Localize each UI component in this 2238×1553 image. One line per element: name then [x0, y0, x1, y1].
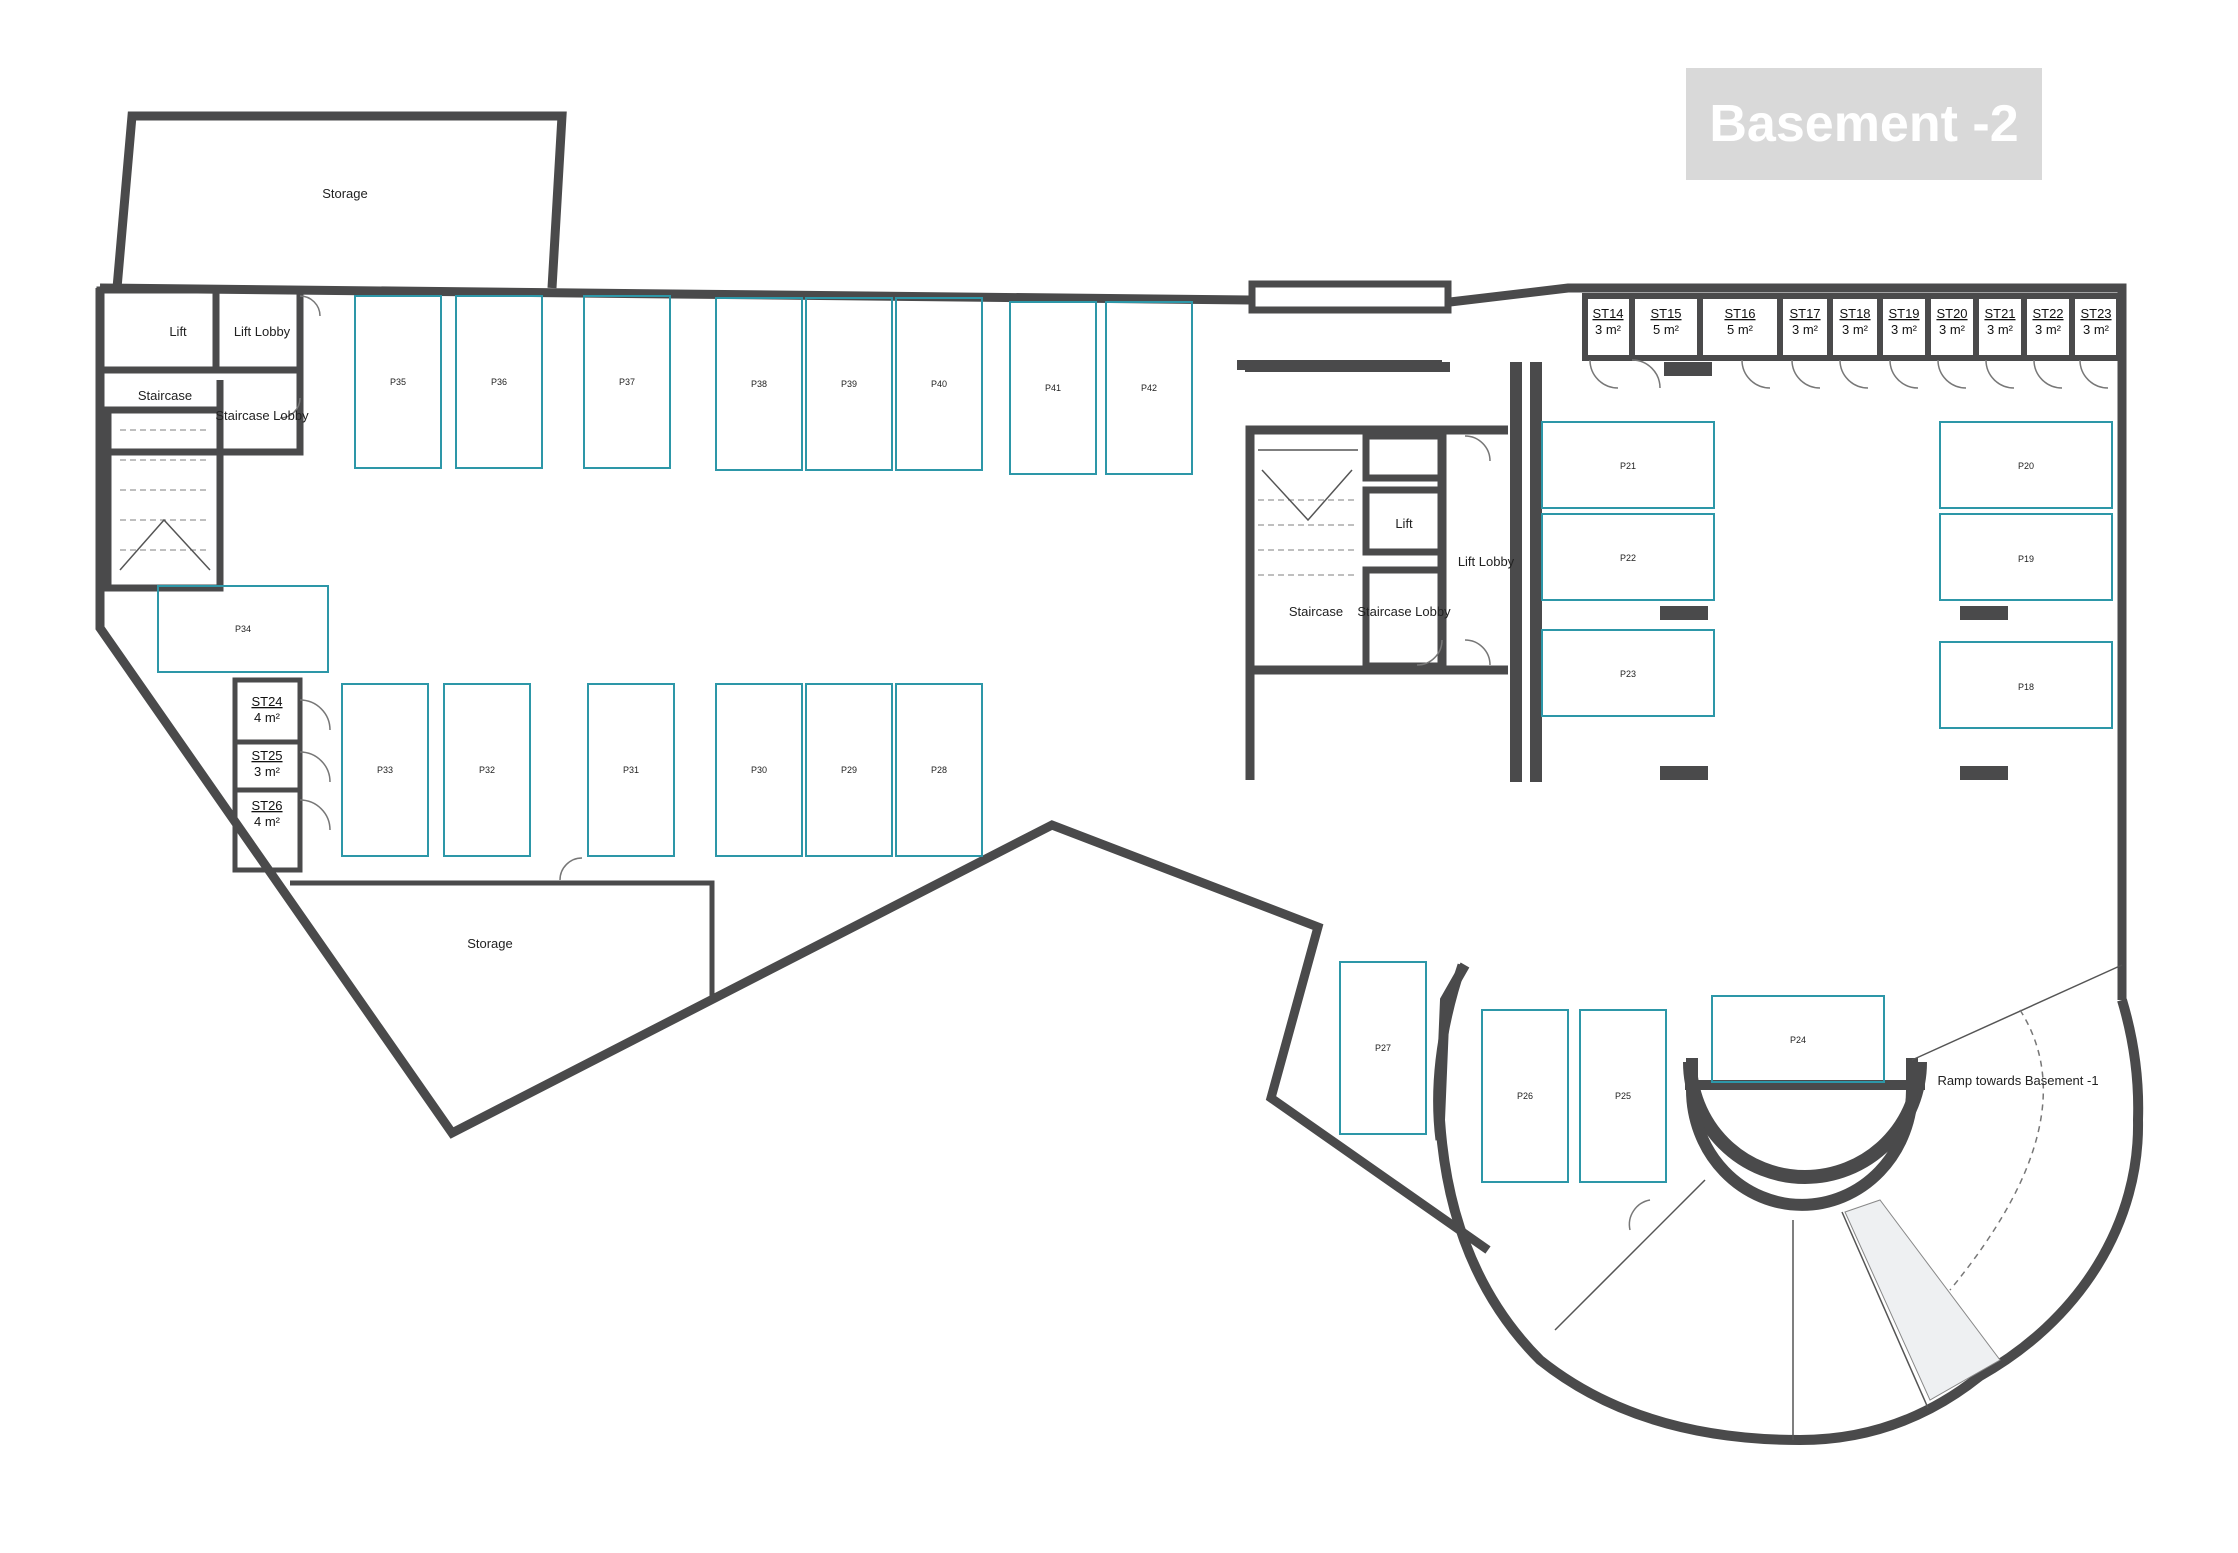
- lift-left-label: Lift: [169, 324, 187, 339]
- parking-label: P36: [491, 377, 507, 387]
- staircase-lobby-center-label: Staircase Lobby: [1357, 604, 1451, 619]
- storage-bottom-label: Storage: [467, 936, 513, 951]
- storage-unit-area: 5 m²: [1653, 322, 1680, 337]
- parking-label: P21: [1620, 461, 1636, 471]
- left-lockers: [232, 677, 331, 873]
- staircase-center-label: Staircase: [1289, 604, 1343, 619]
- storage-unit-id: ST26: [251, 798, 282, 813]
- ramp-door: [1628, 1199, 1651, 1231]
- outer-walls: [95, 111, 2144, 1446]
- storage-unit-area: 3 m²: [2035, 322, 2062, 337]
- storage-unit-id: ST24: [251, 694, 282, 709]
- storage-unit-area: 3 m²: [2083, 322, 2110, 337]
- parking-label: P34: [235, 624, 251, 634]
- parking-label: P31: [623, 765, 639, 775]
- wheel-stops: [1237, 360, 2008, 780]
- parking-label: P22: [1620, 553, 1636, 563]
- level-title: Basement -2: [1709, 95, 2019, 153]
- storage-unit-area: 3 m²: [1842, 322, 1869, 337]
- parking-label: P29: [841, 765, 857, 775]
- parking-label: P30: [751, 765, 767, 775]
- storage-unit-id: ST20: [1936, 306, 1967, 321]
- storage-unit-id: ST21: [1984, 306, 2015, 321]
- parking-label: P25: [1615, 1091, 1631, 1101]
- storage-unit-id: ST14: [1592, 306, 1623, 321]
- parking-label: P40: [931, 379, 947, 389]
- storage-unit-area: 5 m²: [1727, 322, 1754, 337]
- storage-top-label: Storage: [322, 186, 368, 201]
- storage-unit-id: ST19: [1888, 306, 1919, 321]
- parking-label: P18: [2018, 682, 2034, 692]
- parking-bays: [157, 295, 2113, 1183]
- parking-label: P39: [841, 379, 857, 389]
- parking-label: P32: [479, 765, 495, 775]
- parking-label: P26: [1517, 1091, 1533, 1101]
- storage-door: [559, 857, 583, 881]
- parking-label: P33: [377, 765, 393, 775]
- storage-unit-id: ST25: [251, 748, 282, 763]
- storage-unit-id: ST17: [1789, 306, 1820, 321]
- lift-center-label: Lift: [1395, 516, 1413, 531]
- parking-label: P38: [751, 379, 767, 389]
- storage-unit-id: ST15: [1650, 306, 1681, 321]
- storage-unit-id: ST23: [2080, 306, 2111, 321]
- ramp-label: Ramp towards Basement -1: [1937, 1073, 2098, 1088]
- parking-label: P28: [931, 765, 947, 775]
- parking-label: P24: [1790, 1035, 1806, 1045]
- parking-label: P19: [2018, 554, 2034, 564]
- top-lockers: [1582, 293, 2122, 389]
- storage-unit-area: 3 m²: [1939, 322, 1966, 337]
- staircase-lobby-left-label: Staircase Lobby: [215, 408, 309, 423]
- storage-unit-area: 3 m²: [1891, 322, 1918, 337]
- storage-unit-id: ST16: [1724, 306, 1755, 321]
- storage-unit-area: 3 m²: [1595, 322, 1622, 337]
- left-core: [96, 286, 321, 592]
- parking-label: P20: [2018, 461, 2034, 471]
- parking-label: P23: [1620, 669, 1636, 679]
- parking-label: P35: [390, 377, 406, 387]
- storage-unit-id: ST18: [1839, 306, 1870, 321]
- storage-unit-id: ST22: [2032, 306, 2063, 321]
- lift-lobby-left-label: Lift Lobby: [234, 324, 291, 339]
- storage-unit-labels: ST14 3 m² ST15 5 m² ST16 5 m² ST17 3 m² …: [251, 306, 2111, 829]
- storage-unit-area: 3 m²: [1987, 322, 2014, 337]
- center-core: [1245, 362, 1542, 782]
- storage-unit-area: 3 m²: [1792, 322, 1819, 337]
- parking-label: P42: [1141, 383, 1157, 393]
- lift-lobby-center-label: Lift Lobby: [1458, 554, 1515, 569]
- parking-label: P37: [619, 377, 635, 387]
- ramp-hatch: [1844, 1199, 2001, 1401]
- storage-unit-area: 4 m²: [254, 814, 281, 829]
- storage-unit-area: 3 m²: [254, 764, 281, 779]
- staircase-left-label: Staircase: [138, 388, 192, 403]
- parking-labels: P18 P19 P20 P21 P22 P23 P24 P25 P26 P27 …: [235, 377, 2034, 1101]
- parking-label: P41: [1045, 383, 1061, 393]
- storage-unit-area: 4 m²: [254, 710, 281, 725]
- level-title-badge: Basement -2: [1686, 68, 2042, 180]
- parking-label: P27: [1375, 1043, 1391, 1053]
